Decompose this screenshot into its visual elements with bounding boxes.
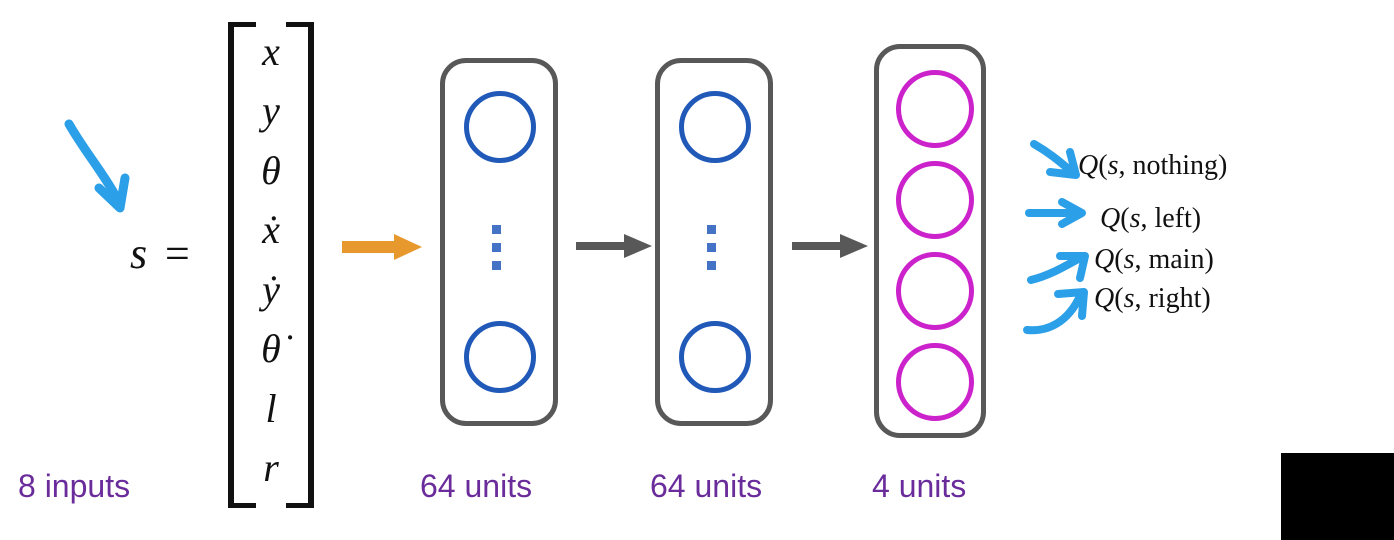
hidden-layer-1-box (440, 58, 558, 426)
state-element-r: r (263, 445, 279, 491)
output-layer-box (874, 44, 986, 438)
blue-curved-down-arrow-icon (55, 110, 145, 225)
state-equation-label: s = (130, 229, 194, 278)
state-element-l: l (265, 385, 277, 431)
hidden-layer-2-box (655, 58, 773, 426)
blue-arrow-left-icon (1025, 198, 1088, 228)
bracket-left (228, 22, 256, 508)
blue-arrow-nothing-icon (1030, 140, 1086, 182)
orange-right-arrow-icon (340, 231, 426, 263)
hidden-layer-2-node-top (679, 91, 751, 163)
q-label-nothing: Q(s, nothing) (1078, 150, 1228, 181)
q-label-main: Q(s, main) (1094, 244, 1214, 275)
caption-inputs: 8 inputs (18, 468, 131, 504)
output-node-right (896, 343, 974, 421)
state-element-xdot: ẋ (262, 207, 280, 253)
caption-hidden-layer-1: 64 units (420, 468, 533, 504)
hidden-layer-1-node-top (464, 91, 536, 163)
state-element-thetadot: θ̇ (261, 326, 281, 372)
blue-arrow-right-icon (1023, 288, 1092, 336)
state-element-ydot: ẏ (262, 266, 280, 312)
output-node-main (896, 252, 974, 330)
output-node-left (896, 161, 974, 239)
gray-right-arrow-1-icon (574, 232, 656, 260)
q-label-left: Q(s, left) (1100, 203, 1202, 234)
state-vector-elements: x y θ ẋ ẏ θ̇ l r (244, 22, 298, 498)
hidden-layer-2-node-bottom (679, 321, 751, 393)
hidden-layer-1-ellipsis-icon (492, 225, 501, 270)
state-element-y: y (262, 88, 280, 134)
hidden-layer-2-ellipsis-icon (707, 225, 716, 270)
state-vector: x y θ ẋ ẏ θ̇ l r (228, 22, 314, 508)
black-overlay-block (1281, 453, 1394, 540)
caption-hidden-layer-2: 64 units (650, 468, 763, 504)
output-node-nothing (896, 70, 974, 148)
blue-arrow-main-icon (1027, 252, 1092, 288)
state-element-x: x (262, 28, 280, 74)
hidden-layer-1-node-bottom (464, 321, 536, 393)
bracket-right (286, 22, 314, 508)
gray-right-arrow-2-icon (790, 232, 872, 260)
caption-output-layer: 4 units (872, 468, 967, 504)
state-element-theta: θ (261, 147, 281, 193)
q-label-right: Q(s, right) (1094, 283, 1211, 314)
